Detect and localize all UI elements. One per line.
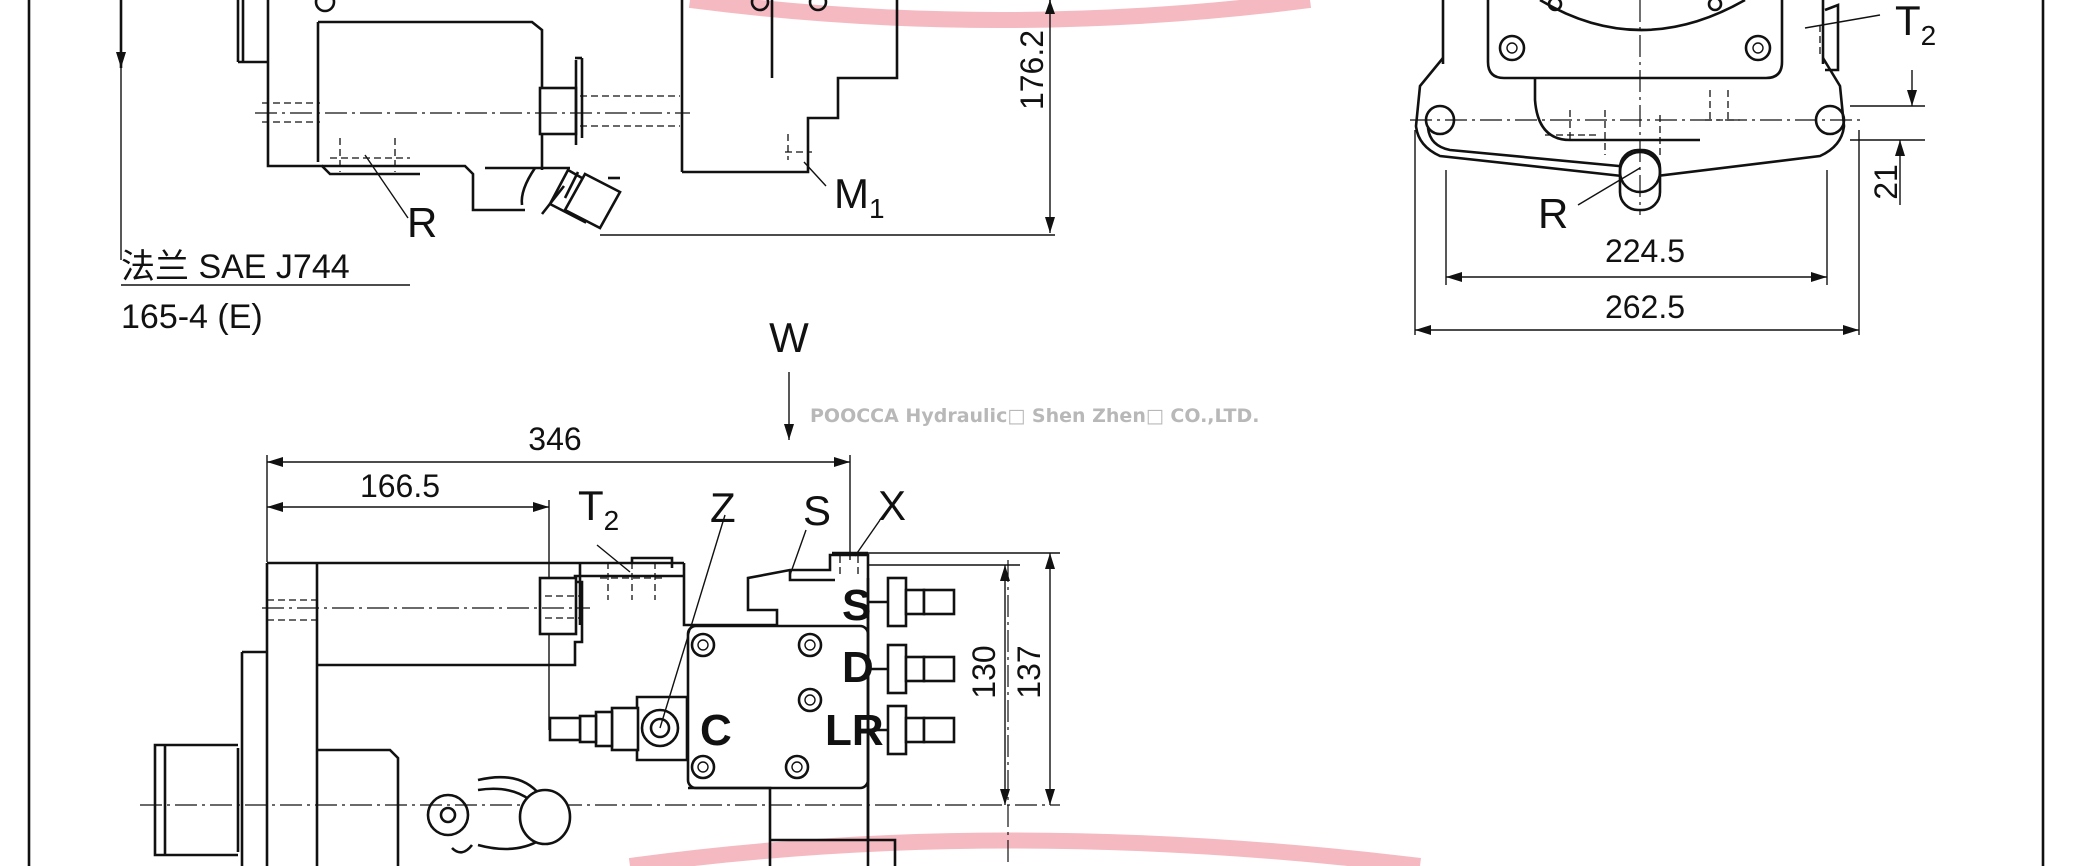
valve-port-d: D (842, 643, 874, 692)
port-z-label: Z (710, 484, 736, 531)
valve-port-c: C (700, 706, 732, 755)
dim-137: 137 (1011, 645, 1047, 698)
port-x-label: X (878, 482, 906, 529)
port-t2-label-right: T2 (1895, 0, 1936, 51)
port-s-label: S (803, 487, 831, 534)
dim-224-5: 224.5 (1605, 233, 1685, 269)
port-r-label-left: R (407, 199, 437, 246)
dim-166-5: 166.5 (360, 468, 440, 504)
dim-height-176: 176.2 (1014, 30, 1050, 110)
dim-130: 130 (966, 645, 1002, 698)
port-m1-label: M1 (834, 170, 885, 224)
top-left-side-view (116, 0, 1055, 286)
flange-label: 法兰 SAE J744 (121, 248, 350, 286)
flange-spec: 165-4 (E) (121, 298, 263, 336)
port-t2-label-bottom: T2 (578, 482, 619, 536)
stamp-arc-bottom (628, 832, 1421, 866)
port-r-label-right: R (1538, 190, 1568, 237)
valve-port-lr: LR (825, 706, 884, 755)
dim-262-5: 262.5 (1605, 289, 1685, 325)
bottom-top-view (140, 372, 1060, 866)
dim-21: 21 (1868, 164, 1904, 200)
dim-346: 346 (528, 421, 581, 457)
view-marker-w: W (769, 314, 809, 361)
watermark-text: POOCCA Hydraulic□ Shen Zhen□ CO.,LTD. (810, 405, 1259, 427)
valve-port-s: S (842, 581, 871, 630)
stamp-arc-top (688, 0, 1312, 28)
top-right-end-view (1410, 0, 1925, 335)
